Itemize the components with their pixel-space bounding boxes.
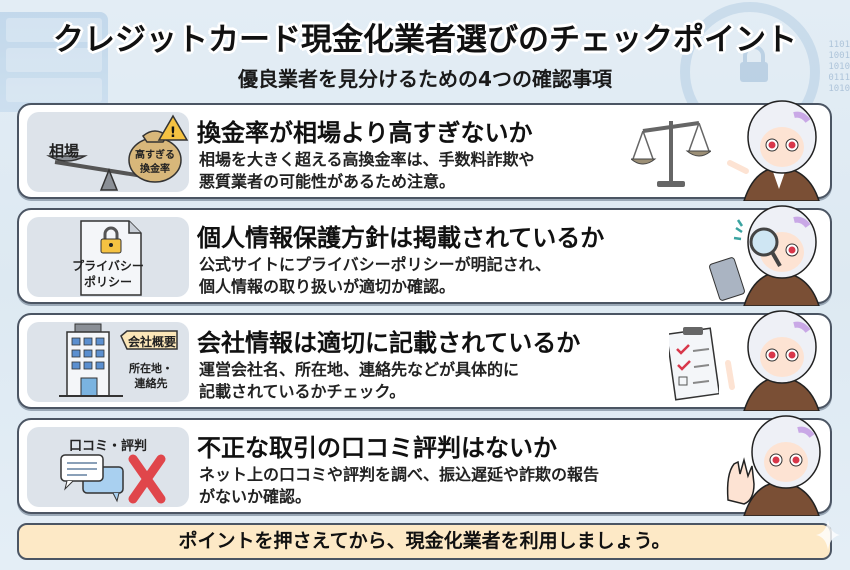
balance-scale-icon [631, 121, 711, 187]
binary-background: 1101 1001 1010 0111 1010 [828, 40, 850, 94]
privacy-label-line1: プライバシー [72, 259, 144, 273]
checkpoint-description: 公式サイトにプライバシーポリシーが明記され、 個人情報の取り扱いが適切か確認。 [199, 255, 551, 296]
exchange-rate-label: 換金率 [140, 164, 170, 175]
office-building-icon: 会社概要 所在地・ 連絡先 [27, 322, 189, 402]
company-overview-tag: 会社概要 [127, 335, 176, 349]
high-rate-label: 高すぎる [135, 150, 175, 161]
address-label: 所在地・ [129, 362, 173, 375]
footer-message: ポイントを押さえてから、現金化業者を利用しましょう。 [17, 523, 832, 560]
seesaw-scale-icon: ! 相場 高すぎる 換金率 [27, 112, 189, 192]
svg-text:!: ! [170, 125, 176, 141]
checklist-clipboard-icon [669, 327, 719, 401]
checkpoint-title: 換金率が相場より高すぎないか [197, 119, 533, 147]
reviews-label: 口コミ・評判 [68, 439, 147, 454]
lock-background-icon [740, 45, 768, 82]
page-title: クレジットカード現金化業者選びのチェックポイント [53, 22, 797, 58]
server-rack-background [0, 12, 108, 112]
checkpoint-card-company-info: 会社概要 所在地・ 連絡先 会社情報は適切に記載されているか 運営会社名、所在地… [17, 310, 832, 411]
character-pointing-icon [727, 100, 820, 201]
reviews-chat-icon: 口コミ・評判 [27, 427, 189, 507]
checkpoint-title: 個人情報保護方針は掲載されているか [197, 224, 605, 252]
checkpoint-title: 不正な取引の口コミ評判はないか [197, 434, 557, 462]
checkpoint-title: 会社情報は適切に記載されているか [197, 329, 581, 357]
checkpoint-description: ネット上の口コミや評判を調べ、振込遅延や詐欺の報告 がないか確認。 [199, 465, 600, 506]
checkpoint-card-privacy-policy: プライバシー ポリシー 個人情報保護方針は掲載されているか 公式サイトにプライバ… [17, 205, 832, 306]
character-stop-hand-icon [726, 415, 821, 516]
checkpoint-card-exchange-rate: ! 相場 高すぎる 換金率 換金率が相場より高すぎないか 相場を大きく超える高換… [17, 100, 832, 201]
character-pointing-up-icon [725, 310, 820, 411]
privacy-document-icon: プライバシー ポリシー [27, 217, 189, 297]
sparkle-icon [816, 520, 840, 550]
character-inspecting-icon [709, 205, 820, 306]
checkpoint-description: 相場を大きく超える高換金率は、手数料詐欺や 悪質業者の可能性があるため注意。 [199, 150, 535, 191]
page-subtitle: 優良業者を見分けるための4つの確認事項 [238, 67, 612, 91]
privacy-label-line2: ポリシー [83, 275, 132, 289]
checkpoint-description: 運営会社名、所在地、連絡先などが具体的に 記載されているかチェック。 [199, 360, 520, 401]
market-rate-label: 相場 [49, 142, 80, 160]
checkpoint-card-reviews: 口コミ・評判 不正な取引の口コミ評判はないか ネット上の口コミや評判を調べ、振込… [17, 415, 832, 516]
contact-label: 連絡先 [134, 377, 168, 390]
